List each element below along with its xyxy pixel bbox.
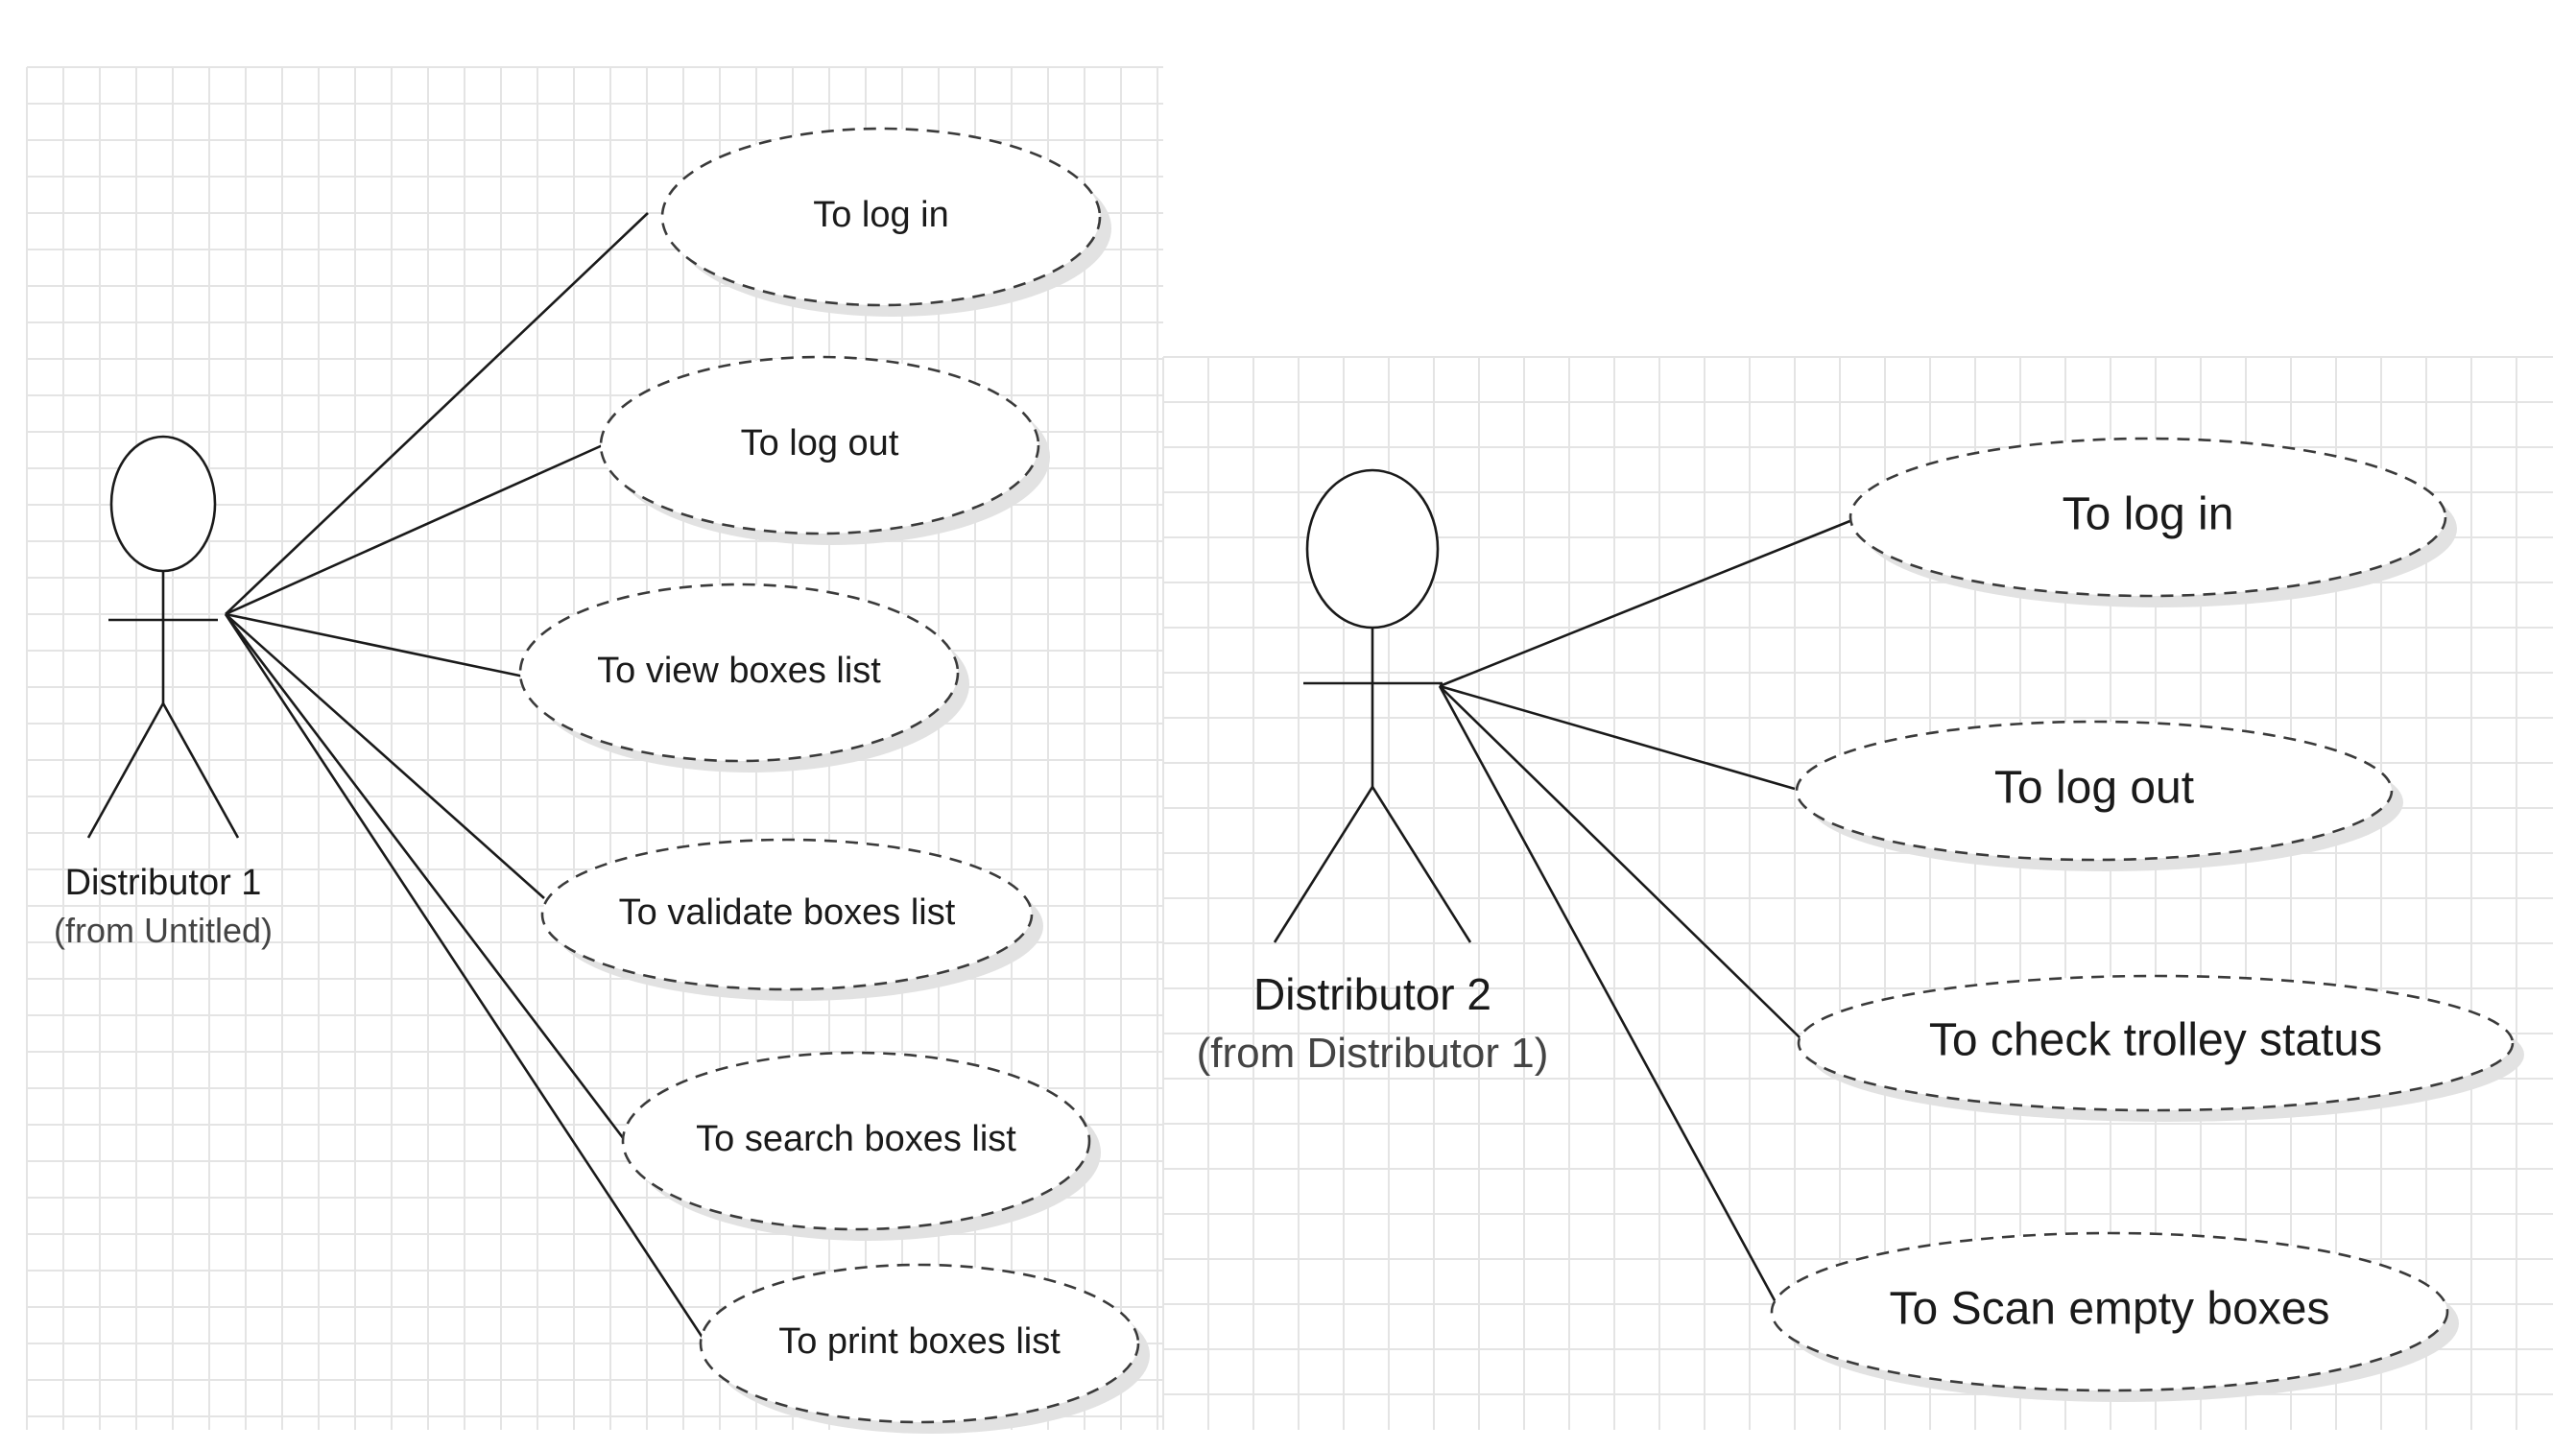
actor-name: Distributor 1: [65, 863, 262, 903]
use-case-check-trolley-status[interactable]: To check trolley status: [1797, 974, 2524, 1122]
association-line: [1439, 685, 1801, 1039]
actor-distributor-2: Distributor 2 (from Distributor 1): [1197, 468, 1549, 1077]
use-case-label: To check trolley status: [1929, 1015, 2382, 1066]
actor-head: [1305, 468, 1440, 630]
use-case-label: To view boxes list: [597, 651, 881, 691]
association-line: [225, 212, 649, 615]
actor-leg-left: [86, 702, 165, 839]
right-panel: Distributor 2 (from Distributor 1) To lo…: [1197, 437, 2524, 1402]
actor-origin: (from Distributor 1): [1197, 1030, 1549, 1077]
use-case-label: To log out: [741, 423, 899, 464]
use-case-label: To validate boxes list: [619, 892, 956, 933]
use-case-log-in[interactable]: To log in: [660, 127, 1111, 317]
use-case-print-boxes-list[interactable]: To print boxes list: [699, 1263, 1150, 1434]
association-line: [1438, 685, 1777, 1303]
association-line: [1439, 684, 1796, 791]
association-line: [224, 613, 626, 1140]
use-case-log-out[interactable]: To log out: [599, 355, 1050, 545]
use-case-log-out-2[interactable]: To log out: [1795, 720, 2403, 871]
use-case-scan-empty-boxes[interactable]: To Scan empty boxes: [1770, 1231, 2459, 1402]
association-line: [224, 613, 708, 1344]
association-line: [1439, 516, 1858, 688]
use-case-log-in-2[interactable]: To log in: [1849, 437, 2457, 607]
associations-left: [224, 212, 708, 1344]
actor-name: Distributor 2: [1253, 969, 1491, 1019]
actor-distributor-1: Distributor 1 (from Untitled): [54, 435, 273, 950]
association-line: [225, 612, 525, 678]
use-case-search-boxes-list[interactable]: To search boxes list: [621, 1051, 1101, 1241]
use-case-label: To log in: [813, 195, 949, 235]
use-case-validate-boxes-list[interactable]: To validate boxes list: [540, 838, 1043, 1001]
actor-leg-right: [1371, 786, 1472, 943]
association-line: [225, 442, 606, 616]
associations-right: [1438, 516, 1858, 1303]
use-case-label: To log in: [2063, 489, 2234, 540]
left-panel: Distributor 1 (from Untitled) To log in …: [54, 127, 1150, 1434]
association-line: [225, 613, 545, 899]
actor-head: [109, 435, 217, 573]
use-case-label: To Scan empty boxes: [1890, 1284, 2330, 1335]
use-case-label: To print boxes list: [778, 1321, 1061, 1362]
use-case-label: To log out: [1994, 763, 2194, 814]
actor-leg-right: [161, 702, 240, 839]
actor-leg-left: [1273, 786, 1374, 943]
use-case-label: To search boxes list: [696, 1119, 1016, 1159]
actor-origin: (from Untitled): [54, 911, 273, 950]
use-case-view-boxes-list[interactable]: To view boxes list: [518, 582, 969, 773]
